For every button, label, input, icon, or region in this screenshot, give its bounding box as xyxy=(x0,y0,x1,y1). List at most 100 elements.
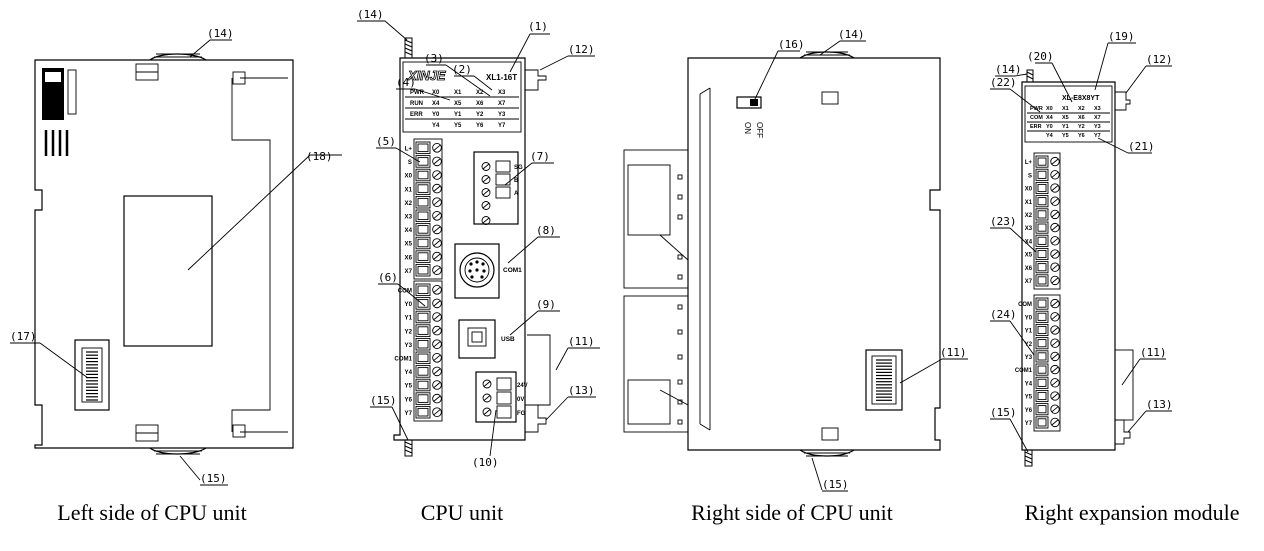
terminal-label: Y6 xyxy=(1025,408,1033,414)
switch-on-label: ON xyxy=(743,122,752,134)
terminal-slot xyxy=(496,405,512,419)
terminal-screw xyxy=(481,175,491,184)
terminal-screw xyxy=(432,284,442,295)
terminal-screw xyxy=(432,170,442,180)
terminal-slot xyxy=(1035,297,1049,310)
terminal-slot xyxy=(415,209,431,223)
terminal-screw xyxy=(1050,378,1060,388)
callout-22: (22) xyxy=(990,76,1017,89)
terminal-label: X2 xyxy=(405,200,413,207)
terminal-label: X3 xyxy=(1025,226,1033,232)
terminal-label: S xyxy=(408,159,412,166)
led-label: Y4 xyxy=(432,123,440,129)
led-label: X6 xyxy=(1078,115,1085,121)
caption-right-side: Right side of CPU unit xyxy=(691,500,893,525)
switch-off-label: OFF xyxy=(755,122,764,138)
callout-17: (17) xyxy=(10,330,37,343)
terminal-slot xyxy=(1035,234,1049,247)
callout-19: (19) xyxy=(1108,30,1135,43)
callout-23: (23) xyxy=(990,215,1017,228)
terminal-label: Y4 xyxy=(1025,381,1033,387)
terminal-slot xyxy=(1035,155,1049,168)
terminal-label: L+ xyxy=(1025,160,1033,166)
terminal-screw xyxy=(432,407,442,418)
led-label: X7 xyxy=(1094,115,1101,121)
terminal-slot xyxy=(415,378,431,392)
led-label: Y2 xyxy=(1078,124,1085,130)
terminal-label: Y1 xyxy=(1025,329,1033,335)
terminal-screw xyxy=(1050,338,1060,348)
callout-15-right: (15) xyxy=(822,478,849,491)
led-label: ERR xyxy=(410,112,423,118)
terminal-label: Y7 xyxy=(405,410,413,417)
terminal-slot xyxy=(415,168,431,182)
terminal-label: X0 xyxy=(1025,187,1033,193)
terminal-label: X1 xyxy=(1025,200,1033,206)
terminal-slot xyxy=(415,324,431,337)
terminal-slot xyxy=(495,160,511,173)
led-label: X2 xyxy=(476,90,484,96)
callout-7: (7) xyxy=(530,150,550,163)
led-label: Y5 xyxy=(1062,133,1069,139)
callout-18: (18) xyxy=(306,150,333,163)
terminal-screw xyxy=(432,298,442,309)
terminal-label: Y1 xyxy=(405,315,413,322)
terminal-slot xyxy=(415,365,431,378)
terminal-screw xyxy=(432,251,442,262)
left-side-view xyxy=(34,53,294,455)
led-label: X4 xyxy=(1046,115,1054,121)
callout-5: (5) xyxy=(376,135,396,148)
terminal-slot xyxy=(415,337,431,351)
led-label: X1 xyxy=(454,90,462,96)
terminal-slot xyxy=(1035,337,1049,350)
terminal-slot xyxy=(1035,350,1049,363)
terminal-slot xyxy=(415,250,431,263)
callout-13-exp: (13) xyxy=(1146,398,1173,411)
led-label: Y0 xyxy=(432,112,440,118)
terminal-screw xyxy=(432,210,442,221)
callout-15-left: (15) xyxy=(200,472,227,485)
terminal-slot xyxy=(496,377,512,391)
callouts: (14) (18) (17) (15) (14) (3) (2) (4) (1)… xyxy=(10,8,1173,492)
led-label: X0 xyxy=(432,90,440,96)
led-label: Y4 xyxy=(1046,133,1054,139)
terminal-slot xyxy=(1035,363,1049,376)
terminal-screw xyxy=(1050,417,1060,428)
terminal-slot xyxy=(415,392,431,405)
callout-15-exp: (15) xyxy=(990,406,1017,419)
led-label: RUN xyxy=(410,101,423,107)
terminal-screw xyxy=(1050,325,1060,335)
terminal-label: X6 xyxy=(1025,266,1033,272)
terminal-slot xyxy=(415,236,431,250)
terminal-label: Y7 xyxy=(1025,421,1033,427)
terminal-label: Y3 xyxy=(405,342,413,349)
callout-11-exp: (11) xyxy=(1140,346,1167,359)
terminal-screw xyxy=(1050,236,1060,246)
led-label: Y6 xyxy=(476,123,484,129)
terminal-screw xyxy=(1050,364,1060,375)
terminal-screw xyxy=(1050,249,1060,259)
terminal-screw xyxy=(432,224,442,235)
caption-expansion: Right expansion module xyxy=(1024,500,1240,525)
terminal-screw xyxy=(1050,183,1060,193)
right-side-view: ON OFF xyxy=(623,51,941,457)
terminal-slot xyxy=(415,283,431,297)
led-label: X2 xyxy=(1078,106,1085,112)
terminal-label: X7 xyxy=(405,268,413,275)
led-label: ERR xyxy=(1030,124,1042,130)
expansion-model-label: XL-E8X8YT xyxy=(1062,95,1100,102)
terminal-slot xyxy=(415,405,431,419)
callout-11-right: (11) xyxy=(940,346,967,359)
terminal-screw xyxy=(1050,156,1060,167)
terminal-label: L+ xyxy=(405,146,413,153)
callout-6: (6) xyxy=(378,271,398,284)
terminal-slot xyxy=(1035,168,1049,181)
led-label: X6 xyxy=(476,101,484,107)
